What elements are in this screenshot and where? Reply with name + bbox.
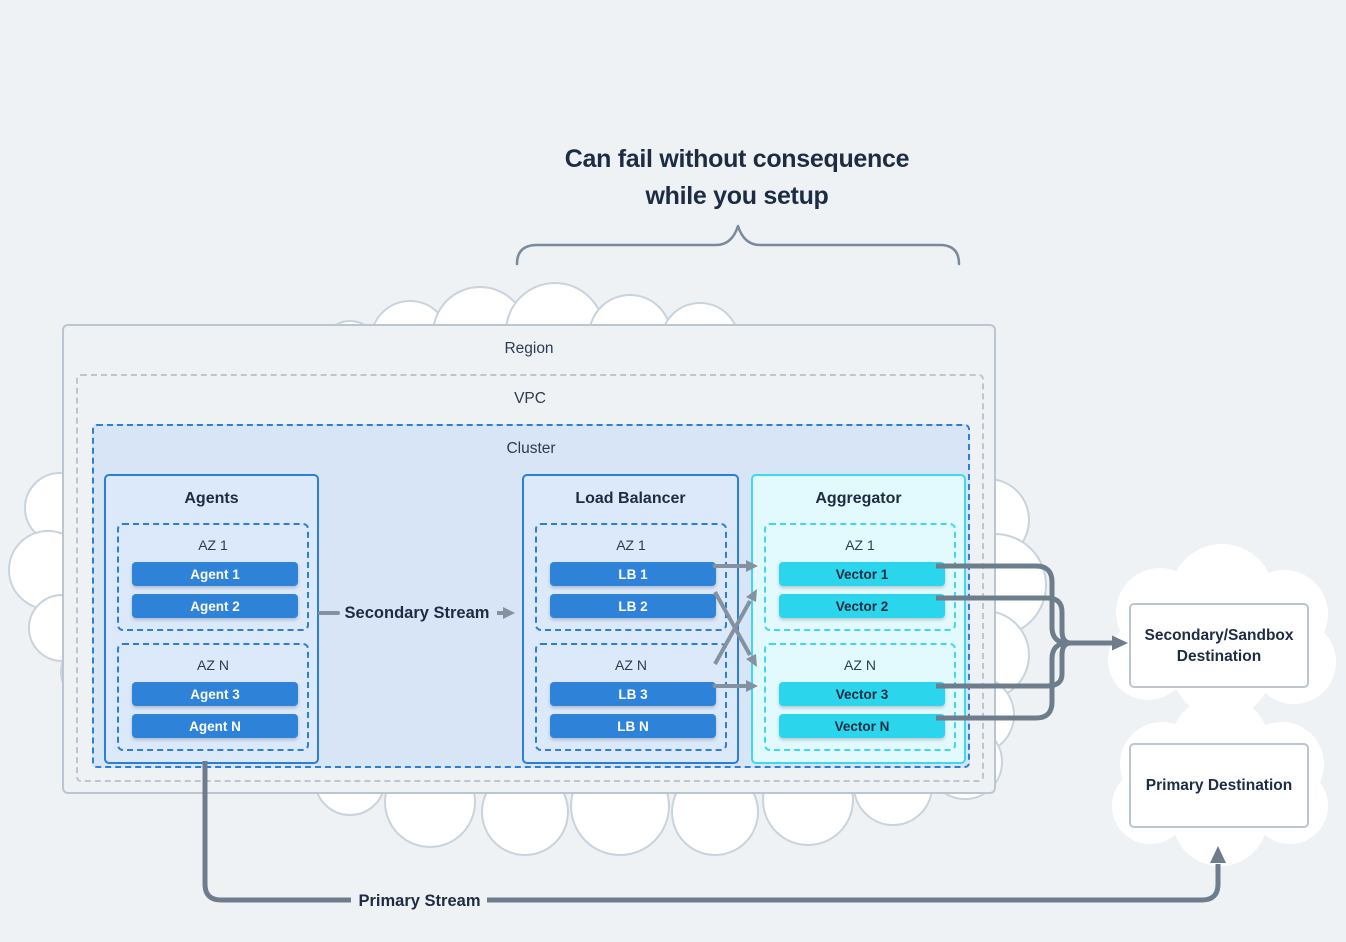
node-agent-n: Agent N xyxy=(132,714,298,738)
node-vector-3: Vector 3 xyxy=(779,682,945,706)
lb-az1-box: AZ 1 LB 1 LB 2 xyxy=(535,523,727,631)
load-balancer-title: Load Balancer xyxy=(575,490,686,507)
vpc-label: VPC xyxy=(514,390,546,407)
node-lb-3: LB 3 xyxy=(550,682,716,706)
agents-azn-box: AZ N Agent 3 Agent N xyxy=(117,643,309,751)
aggregator-azn-box: AZ N Vector 3 Vector N xyxy=(764,643,956,751)
node-lb-1: LB 1 xyxy=(550,562,716,586)
region-label: Region xyxy=(504,340,554,357)
region-box: Region VPC Cluster Agents AZ 1 Agent 1 A… xyxy=(62,324,996,794)
az-label: AZ 1 xyxy=(845,537,875,553)
load-balancer-panel: Load Balancer AZ 1 LB 1 LB 2 AZ N LB 3 L… xyxy=(522,474,739,764)
az-label: AZ N xyxy=(615,657,647,673)
node-agent-2: Agent 2 xyxy=(132,594,298,618)
node-agent-1: Agent 1 xyxy=(132,562,298,586)
secondary-destination-box: Secondary/Sandbox Destination xyxy=(1129,603,1309,688)
az-label: AZ 1 xyxy=(198,537,228,553)
secondary-stream-label: Secondary Stream xyxy=(344,604,490,622)
headline: Can fail without consequence while you s… xyxy=(417,141,1057,215)
node-lb-2: LB 2 xyxy=(550,594,716,618)
agents-az1-box: AZ 1 Agent 1 Agent 2 xyxy=(117,523,309,631)
primary-destination-box: Primary Destination xyxy=(1129,743,1309,828)
node-agent-3: Agent 3 xyxy=(132,682,298,706)
az-label: AZ 1 xyxy=(616,537,646,553)
brace xyxy=(515,224,961,266)
node-lb-n: LB N xyxy=(550,714,716,738)
aggregator-title: Aggregator xyxy=(815,490,902,507)
secondary-destination-line1: Secondary/Sandbox xyxy=(1144,626,1294,644)
az-label: AZ N xyxy=(844,657,876,673)
aggregator-az1-box: AZ 1 Vector 1 Vector 2 xyxy=(764,523,956,631)
headline-line1: Can fail without consequence xyxy=(564,145,910,173)
cluster-label: Cluster xyxy=(506,440,556,457)
headline-line2: while you setup xyxy=(645,182,829,210)
node-vector-n: Vector N xyxy=(779,714,945,738)
agents-title: Agents xyxy=(184,490,239,507)
agents-panel: Agents AZ 1 Agent 1 Agent 2 AZ N Agent 3… xyxy=(104,474,319,764)
lb-azn-box: AZ N LB 3 LB N xyxy=(535,643,727,751)
node-vector-2: Vector 2 xyxy=(779,594,945,618)
secondary-destination-line2: Destination xyxy=(1176,647,1262,665)
az-label: AZ N xyxy=(197,657,229,673)
primary-stream-line-right xyxy=(487,864,1221,903)
vpc-box: VPC Cluster Agents AZ 1 Agent 1 Agent 2 … xyxy=(76,374,984,782)
cluster-box: Cluster Agents AZ 1 Agent 1 Agent 2 AZ N… xyxy=(92,424,970,768)
primary-stream-label: Primary Stream xyxy=(358,892,481,910)
aggregator-panel: Aggregator AZ 1 Vector 1 Vector 2 AZ N V… xyxy=(751,474,966,764)
node-vector-1: Vector 1 xyxy=(779,562,945,586)
primary-destination-label: Primary Destination xyxy=(1145,777,1293,794)
